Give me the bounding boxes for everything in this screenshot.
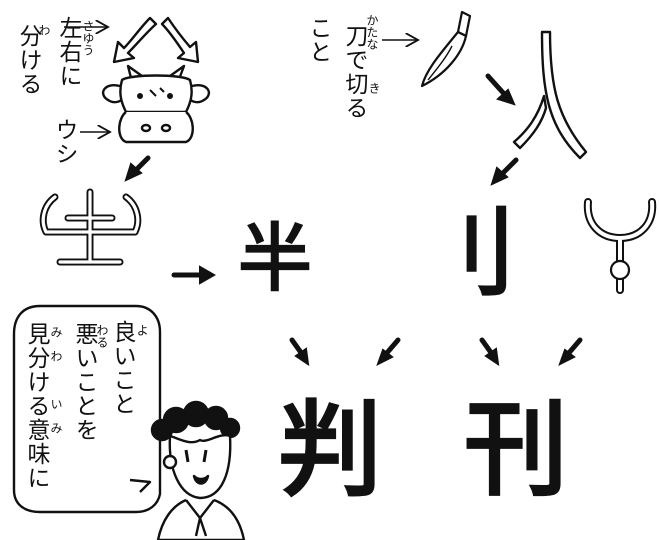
furigana-yo: よ xyxy=(135,324,149,336)
arrow-ox-to-han xyxy=(171,265,217,285)
speech-bubble-outline xyxy=(12,304,162,514)
component-rito: 刂 xyxy=(420,197,516,310)
arrow-to-katana-blade xyxy=(485,73,516,106)
furigana-mi-2: み xyxy=(49,422,63,434)
bubble-text-column-3: 見分ける意味に xyxy=(23,322,49,490)
speech-bubble-tail xyxy=(129,478,152,493)
katana-label-part2: こと xyxy=(305,16,331,64)
result-kanji-han: 判 xyxy=(278,388,383,511)
katana-label-part1: 刀で切る xyxy=(341,24,367,120)
split-label-sayuuni: 左右に xyxy=(55,16,81,88)
arrow-han-to-han-result xyxy=(289,337,310,367)
furigana-sayuu: さゆう xyxy=(81,20,95,56)
furigana-katana: かたな xyxy=(365,14,379,50)
bubble-text-miwakeru: 見分ける意味に xyxy=(23,322,49,490)
bubble-text-waruikotowo: 悪いことを xyxy=(71,322,97,442)
arrow-cow-to-ox xyxy=(124,155,151,182)
ox-ancient-icon xyxy=(39,188,142,266)
split-arrow-left-icon xyxy=(112,16,158,64)
cow-forehead-mark xyxy=(149,87,165,97)
katana-label-column-1: 刀で切る xyxy=(341,24,367,120)
bubble-text-column-2: 悪いことを xyxy=(71,322,97,442)
furigana-ki: き xyxy=(367,82,381,94)
arrow-rito-to-kan-result xyxy=(479,337,500,367)
furigana-waru: わる xyxy=(95,324,109,348)
split-label-column-1: 左右に xyxy=(55,16,81,88)
arrow-tool-to-kan-result xyxy=(558,337,583,367)
bubble-text-yoikoto: 良いこと xyxy=(109,320,135,416)
girl-illustration xyxy=(150,400,246,540)
furigana-i: い xyxy=(49,398,63,410)
furigana-wa: わ xyxy=(49,350,63,362)
split-arrow-right-icon xyxy=(160,16,200,64)
furigana-mi: み xyxy=(49,326,63,338)
furigana-wa-left: わ xyxy=(37,24,51,36)
knife-icon xyxy=(420,10,472,88)
ushi-label: ウシ xyxy=(51,118,77,166)
split-label-column-2: 分ける xyxy=(15,24,41,96)
blade-outline-icon xyxy=(512,30,588,160)
arrow-rito-to-han-result xyxy=(376,337,401,367)
split-label-wakeru: 分ける xyxy=(15,24,41,96)
cow-eye-icon xyxy=(137,93,173,99)
katana-label-column-2: こと xyxy=(305,16,331,64)
ancient-tool-icon xyxy=(583,198,657,294)
bubble-text-column-1: 良いこと xyxy=(109,320,135,416)
cow-face-icon xyxy=(101,64,211,144)
bold-arrows xyxy=(124,73,583,367)
result-kanji-kan: 刊 xyxy=(464,388,569,511)
component-han: 半 xyxy=(238,216,312,302)
arrow-to-right-part xyxy=(490,157,519,186)
